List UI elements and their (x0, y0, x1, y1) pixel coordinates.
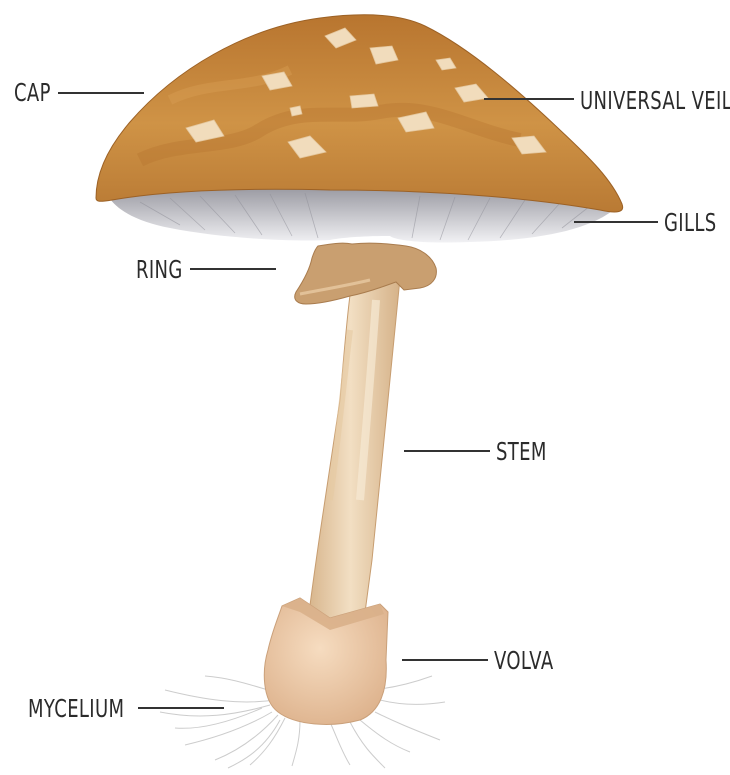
leader-line-gills (574, 221, 658, 223)
label-cap: CAP (14, 78, 51, 108)
leader-line-stem (404, 450, 490, 452)
leader-line-universal-veil (484, 98, 574, 100)
leader-line-ring (190, 268, 276, 270)
label-universal-veil: UNIVERSAL VEIL (580, 86, 730, 116)
stem-shape (308, 250, 402, 620)
label-stem: STEM (496, 437, 547, 467)
leader-line-volva (402, 659, 488, 661)
leader-line-mycelium (138, 707, 224, 709)
label-gills: GILLS (664, 208, 717, 238)
label-ring: RING (136, 255, 183, 285)
label-mycelium: MYCELIUM (28, 694, 124, 724)
leader-line-cap (58, 92, 144, 94)
label-volva: VOLVA (494, 646, 554, 676)
